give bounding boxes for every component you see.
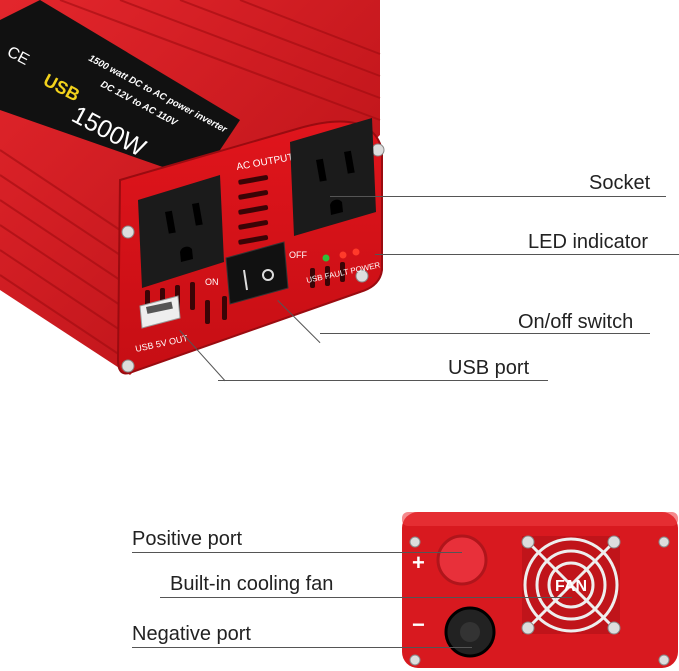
fan-letters: FAN [555,578,587,595]
label-panel [0,0,240,180]
fan-leader [160,597,572,598]
on-label: ON [205,277,219,287]
minus-sign: − [412,612,425,637]
screw-icon [355,269,369,283]
positive-terminal[interactable] [436,534,488,586]
screw-icon [409,654,421,666]
screw-icon [121,225,135,239]
screw-icon [658,654,670,666]
off-label: OFF [289,250,307,260]
socket-leader [330,196,666,197]
led-leader [375,254,679,255]
usb-port[interactable] [139,295,181,329]
usb-led [322,254,330,262]
fan-grille: FAN [521,535,621,635]
switch-leader [320,333,650,334]
power-led [352,248,360,256]
cooling-fan-callout: Built-in cooling fan [170,573,334,595]
positive-port-callout: Positive port [132,528,243,550]
screw-icon [409,536,421,548]
ac-socket-2[interactable] [290,118,376,236]
screw-icon [607,535,621,549]
plus-sign: + [412,550,425,575]
screw-icon [521,535,535,549]
rocker-switch[interactable] [225,241,289,305]
inverter-front-photo: CE USB 1500 watt DC to AC power inverter… [0,0,385,375]
screw-icon [521,621,535,635]
cooling-ribs [0,0,381,356]
socket-callout: Socket [589,172,651,194]
usb-leader [218,380,548,381]
onoff-switch-callout: On/off switch [518,311,634,333]
screw-icon [371,143,385,157]
led-indicator-callout: LED indicator [528,231,649,253]
inverter-back-photo: + − FAN [402,512,678,668]
fault-led [339,251,347,259]
screw-icon [607,621,621,635]
positive-leader [132,552,462,553]
usb-port-callout: USB port [448,357,530,379]
screw-icon [658,536,670,548]
ac-socket-1[interactable] [138,175,224,288]
negative-leader [132,647,472,648]
screw-icon [121,359,135,373]
negative-port-callout: Negative port [132,623,251,645]
